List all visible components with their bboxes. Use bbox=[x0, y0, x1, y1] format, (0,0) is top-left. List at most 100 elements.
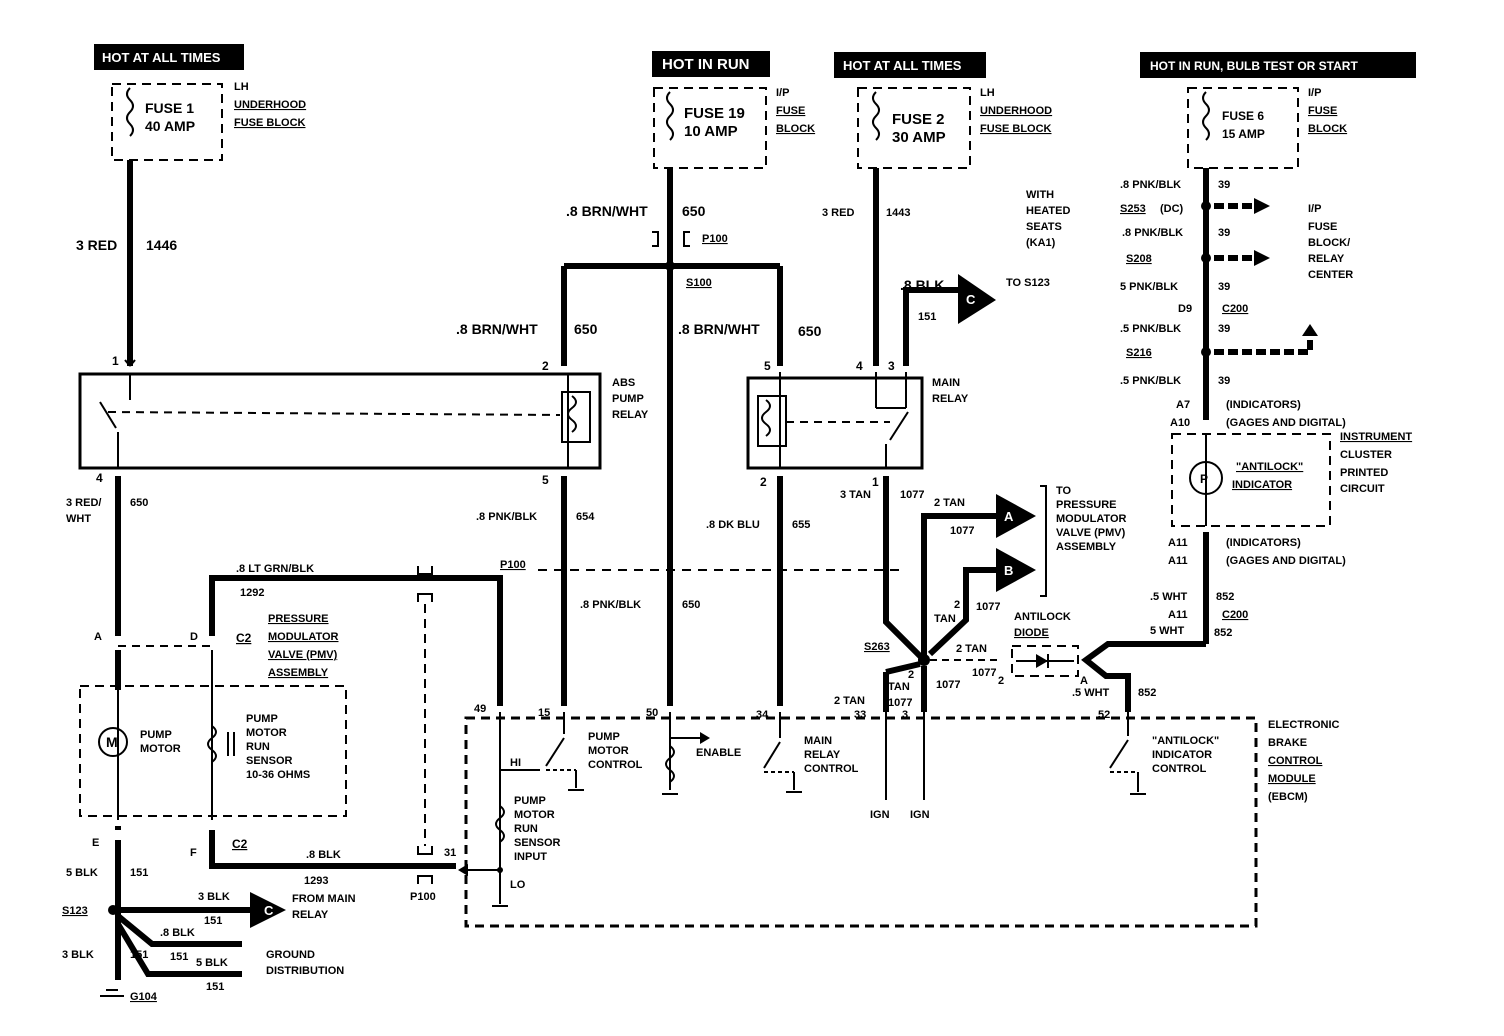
svg-text:2: 2 bbox=[542, 359, 549, 373]
svg-text:.8 PNK/BLK: .8 PNK/BLK bbox=[580, 599, 641, 611]
svg-text:1077: 1077 bbox=[888, 697, 912, 709]
svg-text:"ANTILOCK": "ANTILOCK" bbox=[1152, 735, 1219, 747]
svg-text:P: P bbox=[1200, 472, 1208, 486]
svg-text:A: A bbox=[1004, 509, 1014, 524]
svg-text:1077: 1077 bbox=[900, 489, 924, 501]
wire-852: .5 WHT 852 A11 C200 5 WHT 852 .5 WHT 852 bbox=[1072, 532, 1248, 712]
svg-text:.8 PNK/BLK: .8 PNK/BLK bbox=[1122, 227, 1183, 239]
svg-text:LO: LO bbox=[510, 879, 526, 891]
svg-text:S123: S123 bbox=[62, 905, 88, 917]
svg-text:G104: G104 bbox=[130, 991, 158, 1003]
svg-text:RELAY: RELAY bbox=[804, 749, 841, 761]
instrument-cluster: P "ANTILOCK" INDICATOR INSTRUMENT CLUSTE… bbox=[1168, 431, 1412, 567]
svg-text:S216: S216 bbox=[1126, 347, 1152, 359]
svg-text:2: 2 bbox=[954, 599, 960, 611]
fuse-1: FUSE 1 40 AMP LH UNDERHOOD FUSE BLOCK bbox=[111, 81, 306, 161]
svg-text:M: M bbox=[106, 734, 118, 750]
svg-text:HOT AT ALL TIMES: HOT AT ALL TIMES bbox=[102, 50, 221, 65]
svg-text:151: 151 bbox=[918, 311, 936, 323]
svg-text:1292: 1292 bbox=[240, 587, 264, 599]
svg-text:1293: 1293 bbox=[304, 875, 328, 887]
svg-text:D9: D9 bbox=[1178, 303, 1192, 315]
svg-text:(GAGES AND DIGITAL): (GAGES AND DIGITAL) bbox=[1226, 555, 1346, 567]
svg-text:HI: HI bbox=[510, 757, 521, 769]
svg-text:VALVE (PMV): VALVE (PMV) bbox=[268, 649, 338, 661]
svg-text:FUSE BLOCK: FUSE BLOCK bbox=[980, 123, 1052, 135]
svg-text:WHT: WHT bbox=[66, 513, 91, 525]
svg-text:39: 39 bbox=[1218, 179, 1230, 191]
svg-text:UNDERHOOD: UNDERHOOD bbox=[234, 99, 306, 111]
svg-text:A11: A11 bbox=[1168, 609, 1188, 621]
svg-text:5 WHT: 5 WHT bbox=[1150, 625, 1185, 637]
svg-text:5: 5 bbox=[764, 359, 771, 373]
svg-text:10-36 OHMS: 10-36 OHMS bbox=[246, 769, 310, 781]
svg-text:MOTOR: MOTOR bbox=[588, 745, 629, 757]
svg-text:.8 BLK: .8 BLK bbox=[306, 849, 341, 861]
svg-text:.8 BRN/WHT: .8 BRN/WHT bbox=[678, 321, 760, 337]
header-hot-at-all-times-1: HOT AT ALL TIMES bbox=[94, 44, 244, 70]
svg-text:CLUSTER: CLUSTER bbox=[1340, 449, 1392, 461]
svg-text:1077: 1077 bbox=[976, 601, 1000, 613]
svg-text:BLOCK/: BLOCK/ bbox=[1308, 237, 1350, 249]
svg-text:PRINTED: PRINTED bbox=[1340, 467, 1388, 479]
main-relay: MAIN RELAY 5 4 3 2 1 bbox=[746, 359, 969, 489]
svg-text:LH: LH bbox=[234, 81, 249, 93]
svg-text:DISTRIBUTION: DISTRIBUTION bbox=[266, 965, 344, 977]
svg-text:151: 151 bbox=[130, 867, 148, 879]
svg-text:PRESSURE: PRESSURE bbox=[268, 613, 329, 625]
svg-text:RUN: RUN bbox=[246, 741, 270, 753]
svg-text:MODULE: MODULE bbox=[1268, 773, 1316, 785]
svg-text:52: 52 bbox=[1098, 709, 1110, 721]
svg-text:MODULATOR: MODULATOR bbox=[1056, 513, 1127, 525]
svg-text:BLOCK: BLOCK bbox=[776, 123, 815, 135]
svg-text:.8 BRN/WHT: .8 BRN/WHT bbox=[456, 321, 538, 337]
svg-text:ASSEMBLY: ASSEMBLY bbox=[268, 667, 329, 679]
svg-text:5 BLK: 5 BLK bbox=[196, 957, 228, 969]
svg-text:CONTROL: CONTROL bbox=[1268, 755, 1323, 767]
wire-1446: 3 RED 1446 1 bbox=[76, 160, 177, 368]
svg-text:.8 BLK: .8 BLK bbox=[160, 927, 195, 939]
svg-text:.5 PNK/BLK: .5 PNK/BLK bbox=[1120, 375, 1181, 387]
svg-text:FUSE: FUSE bbox=[776, 105, 805, 117]
svg-text:(EBCM): (EBCM) bbox=[1268, 791, 1308, 803]
svg-text:S263: S263 bbox=[864, 641, 890, 653]
svg-text:151: 151 bbox=[206, 981, 224, 993]
svg-text:PUMP: PUMP bbox=[514, 795, 546, 807]
svg-text:3: 3 bbox=[902, 709, 908, 721]
svg-text:650: 650 bbox=[682, 599, 700, 611]
svg-text:A: A bbox=[94, 631, 102, 643]
svg-text:RELAY: RELAY bbox=[932, 393, 969, 405]
svg-text:FUSE BLOCK: FUSE BLOCK bbox=[234, 117, 306, 129]
svg-text:BRAKE: BRAKE bbox=[1268, 737, 1307, 749]
svg-text:IGN: IGN bbox=[910, 809, 930, 821]
svg-text:INPUT: INPUT bbox=[514, 851, 547, 863]
svg-text:39: 39 bbox=[1218, 375, 1230, 387]
svg-text:A10: A10 bbox=[1170, 417, 1190, 429]
svg-text:(INDICATORS): (INDICATORS) bbox=[1226, 537, 1301, 549]
header-hot-at-all-times-2: HOT AT ALL TIMES bbox=[834, 52, 986, 78]
svg-text:S253: S253 bbox=[1120, 203, 1146, 215]
svg-text:(INDICATORS): (INDICATORS) bbox=[1226, 399, 1301, 411]
header-hot-in-run: HOT IN RUN bbox=[652, 51, 770, 77]
svg-text:C: C bbox=[966, 292, 976, 307]
svg-text:654: 654 bbox=[576, 511, 595, 523]
svg-text:5: 5 bbox=[542, 473, 549, 487]
svg-text:3 BLK: 3 BLK bbox=[198, 891, 230, 903]
svg-text:.8 BRN/WHT: .8 BRN/WHT bbox=[566, 203, 648, 219]
svg-text:.8 PNK/BLK: .8 PNK/BLK bbox=[476, 511, 537, 523]
svg-text:C2: C2 bbox=[236, 631, 252, 645]
svg-text:ELECTRONIC: ELECTRONIC bbox=[1268, 719, 1340, 731]
svg-text:I/P: I/P bbox=[776, 87, 789, 99]
wire-655: .8 DK BLU 655 bbox=[706, 476, 810, 706]
svg-text:BLOCK: BLOCK bbox=[1308, 123, 1347, 135]
svg-text:10 AMP: 10 AMP bbox=[684, 123, 738, 140]
svg-text:650: 650 bbox=[130, 497, 148, 509]
svg-text:INSTRUMENT: INSTRUMENT bbox=[1340, 431, 1412, 443]
svg-text:FUSE: FUSE bbox=[1308, 105, 1337, 117]
svg-text:HOT IN RUN: HOT IN RUN bbox=[662, 56, 750, 73]
svg-text:RELAY: RELAY bbox=[612, 409, 649, 421]
svg-text:(DC): (DC) bbox=[1160, 203, 1184, 215]
svg-text:2 TAN: 2 TAN bbox=[834, 695, 865, 707]
svg-text:MAIN: MAIN bbox=[804, 735, 832, 747]
wire-650-red-wht: 3 RED/ WHT 650 A bbox=[66, 476, 212, 690]
